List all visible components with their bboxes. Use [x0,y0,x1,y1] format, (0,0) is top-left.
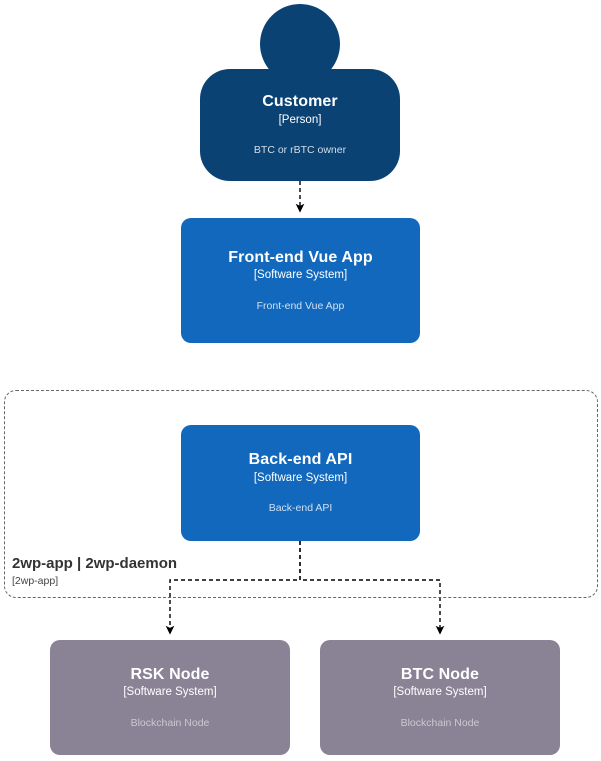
node-rsk-title: RSK Node [130,665,210,683]
node-rsk-description: Blockchain Node [130,716,210,729]
boundary-label: 2wp-app | 2wp-daemon [2wp-app] [12,555,177,588]
node-btc-description: Blockchain Node [400,716,480,729]
node-backend-title: Back-end API [248,451,353,469]
boundary-title: 2wp-app | 2wp-daemon [12,555,178,572]
node-btc-title: BTC Node [400,665,480,683]
node-customer-type: [Person] [278,113,322,126]
node-customer[interactable]: Customer [Person] BTC or rBTC owner [200,69,400,181]
node-backend-api[interactable]: Back-end API [Software System] Back-end … [181,425,420,541]
node-customer-title: Customer [262,93,338,111]
boundary-2wp-app [4,390,598,598]
boundary-type: [2wp-app] [12,574,59,587]
node-frontend-type: [Software System] [253,269,348,282]
node-btc-node[interactable]: BTC Node [Software System] Blockchain No… [320,640,560,755]
node-rsk-node[interactable]: RSK Node [Software System] Blockchain No… [50,640,290,755]
node-frontend-vue-app[interactable]: Front-end Vue App [Software System] Fron… [181,218,420,343]
node-backend-description: Back-end API [268,502,333,515]
node-frontend-description: Front-end Vue App [256,299,345,312]
node-btc-type: [Software System] [393,686,487,699]
node-backend-type: [Software System] [253,471,348,484]
node-frontend-title: Front-end Vue App [228,248,373,266]
node-rsk-type: [Software System] [123,686,217,699]
node-customer-description: BTC or rBTC owner [253,144,347,157]
